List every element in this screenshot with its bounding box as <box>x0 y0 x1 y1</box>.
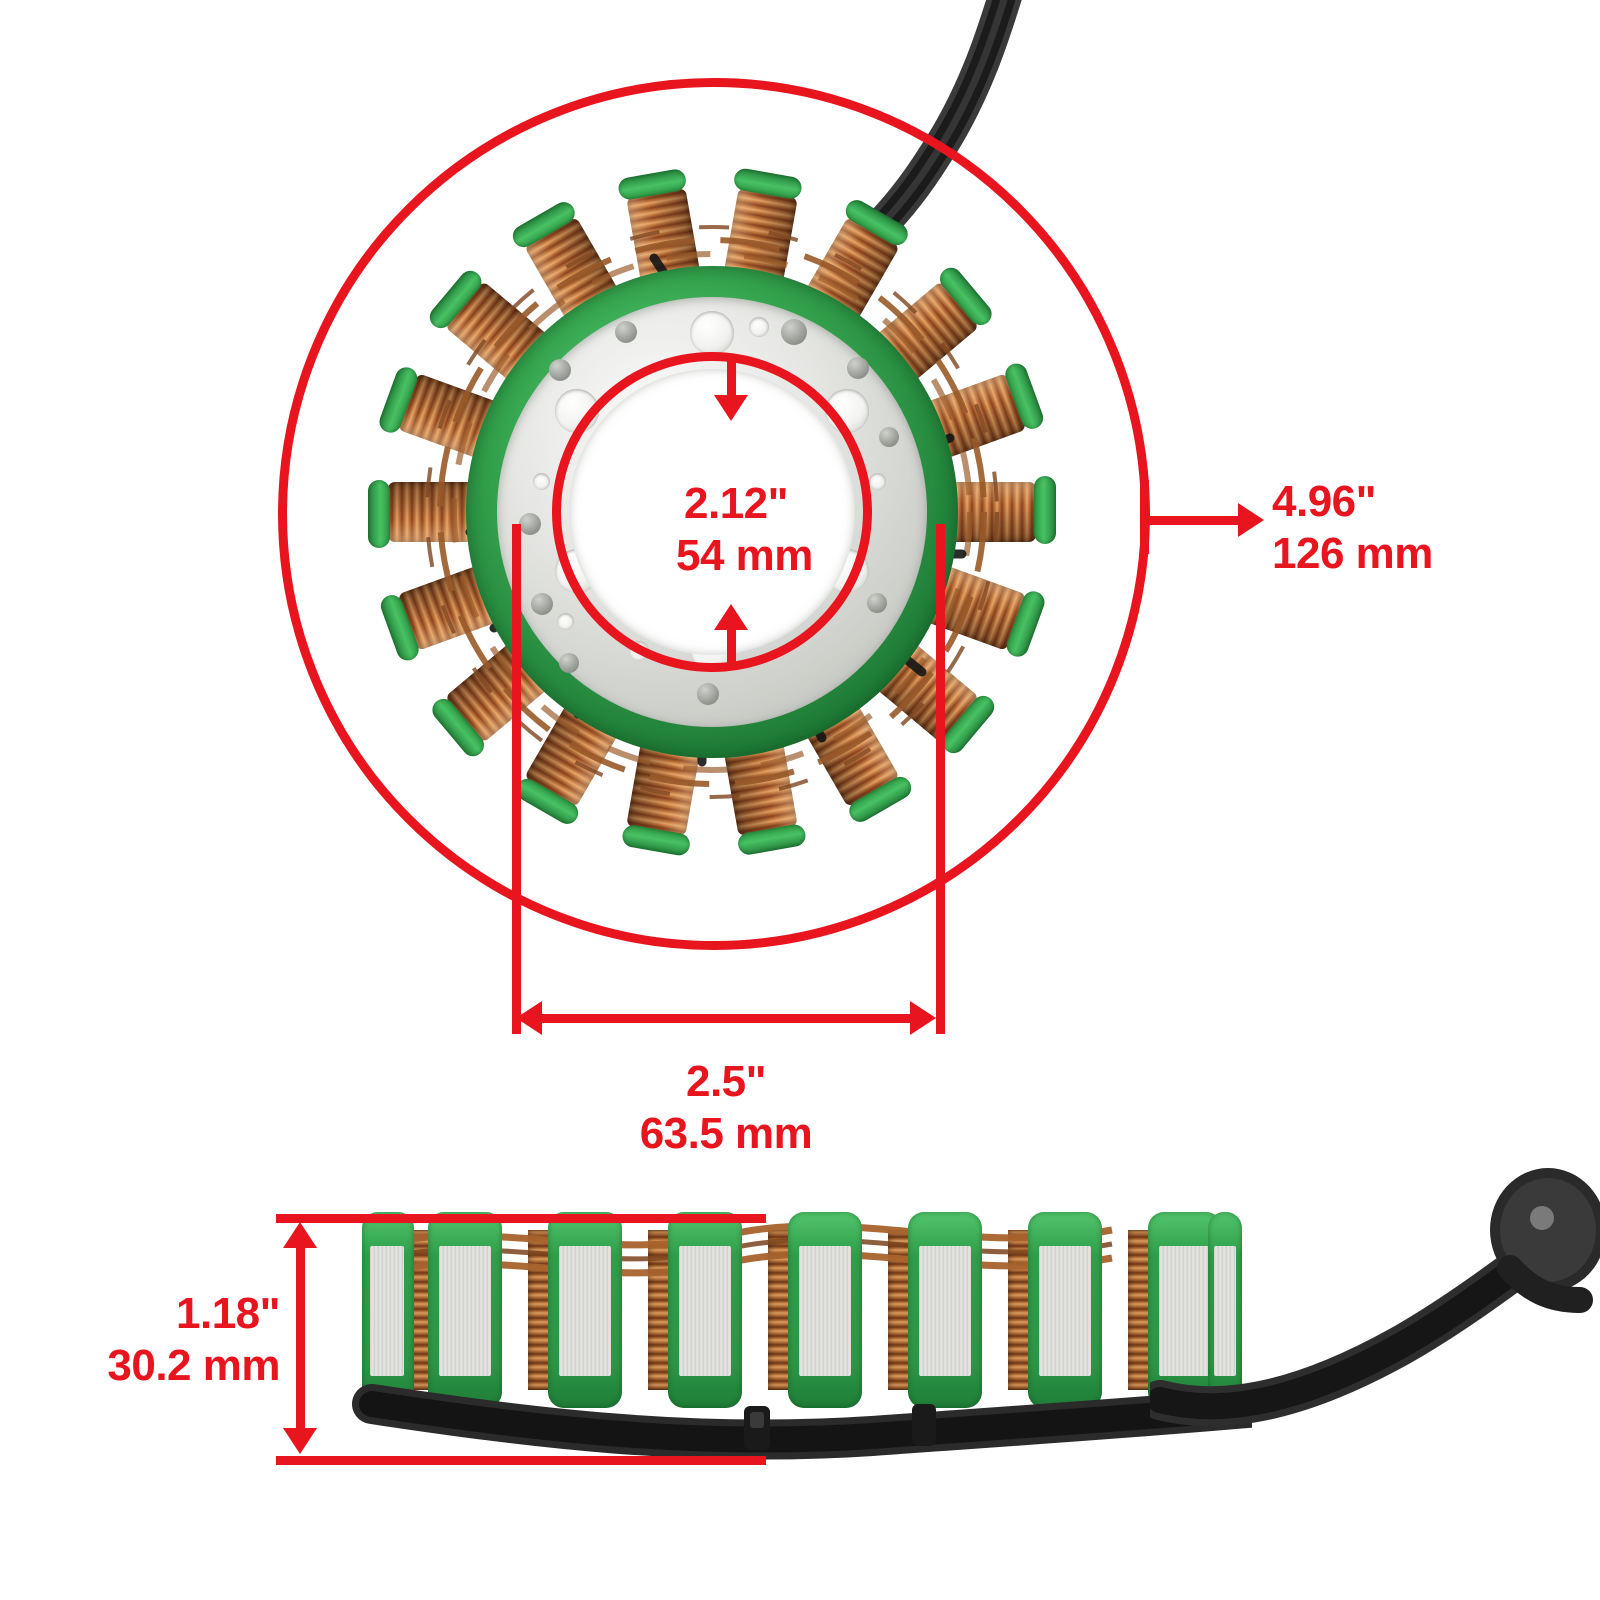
inner-dim-line-lower <box>727 628 736 666</box>
bolt-spacing-label: 2.5" 63.5 mm <box>616 1056 836 1160</box>
thickness-metric: 30.2 mm <box>107 1340 280 1390</box>
side-pole-shoe <box>548 1212 622 1408</box>
inner-diameter-metric: 54 mm <box>676 530 813 580</box>
outer-dim-tick <box>1140 480 1149 554</box>
inner-dim-arrow-up-icon <box>714 604 748 630</box>
bolt-extension-line-left <box>512 524 521 1034</box>
side-pole-shoe <box>908 1212 982 1408</box>
inner-dim-line-upper <box>727 360 736 398</box>
bolt-spacing-metric: 63.5 mm <box>639 1108 813 1158</box>
thickness-arrow-up-icon <box>283 1222 317 1248</box>
bolt-spacing-arrow-left-icon <box>516 1001 542 1035</box>
bolt-spacing-dim-line <box>536 1014 928 1023</box>
outer-diameter-label: 4.96" 126 mm <box>1272 476 1433 580</box>
inner-diameter-inch: 2.12" <box>684 479 789 528</box>
bolt-spacing-arrow-right-icon <box>910 1001 936 1035</box>
inner-bore-circle <box>552 352 872 672</box>
side-pole-shoe <box>788 1212 862 1408</box>
thickness-extension-line-top <box>276 1214 766 1223</box>
outer-dim-arrow-right-icon <box>1238 503 1264 537</box>
side-pole-shoe <box>1028 1212 1102 1408</box>
thickness-arrow-down-icon <box>283 1428 317 1454</box>
bolt-spacing-inch: 2.5" <box>685 1057 767 1106</box>
bolt-extension-line-right <box>936 524 945 1034</box>
outer-diameter-inch: 4.96" <box>1272 477 1377 526</box>
thickness-extension-line-bottom <box>276 1456 766 1465</box>
stator-side-view <box>352 1212 1252 1460</box>
thickness-dim-line <box>296 1244 305 1432</box>
side-pole-shoe <box>428 1212 502 1408</box>
inner-dim-arrow-down-icon <box>714 395 748 421</box>
side-pole-shoe <box>1208 1212 1242 1408</box>
outer-diameter-metric: 126 mm <box>1272 528 1433 578</box>
side-pole-shoe <box>668 1212 742 1408</box>
inner-diameter-label: 2.12" 54 mm <box>676 478 813 582</box>
thickness-label: 1.18" 30.2 mm <box>96 1288 280 1392</box>
side-pole-shoe <box>362 1212 414 1408</box>
outer-dim-leader-line <box>1146 516 1242 525</box>
thickness-inch: 1.18" <box>176 1289 281 1338</box>
